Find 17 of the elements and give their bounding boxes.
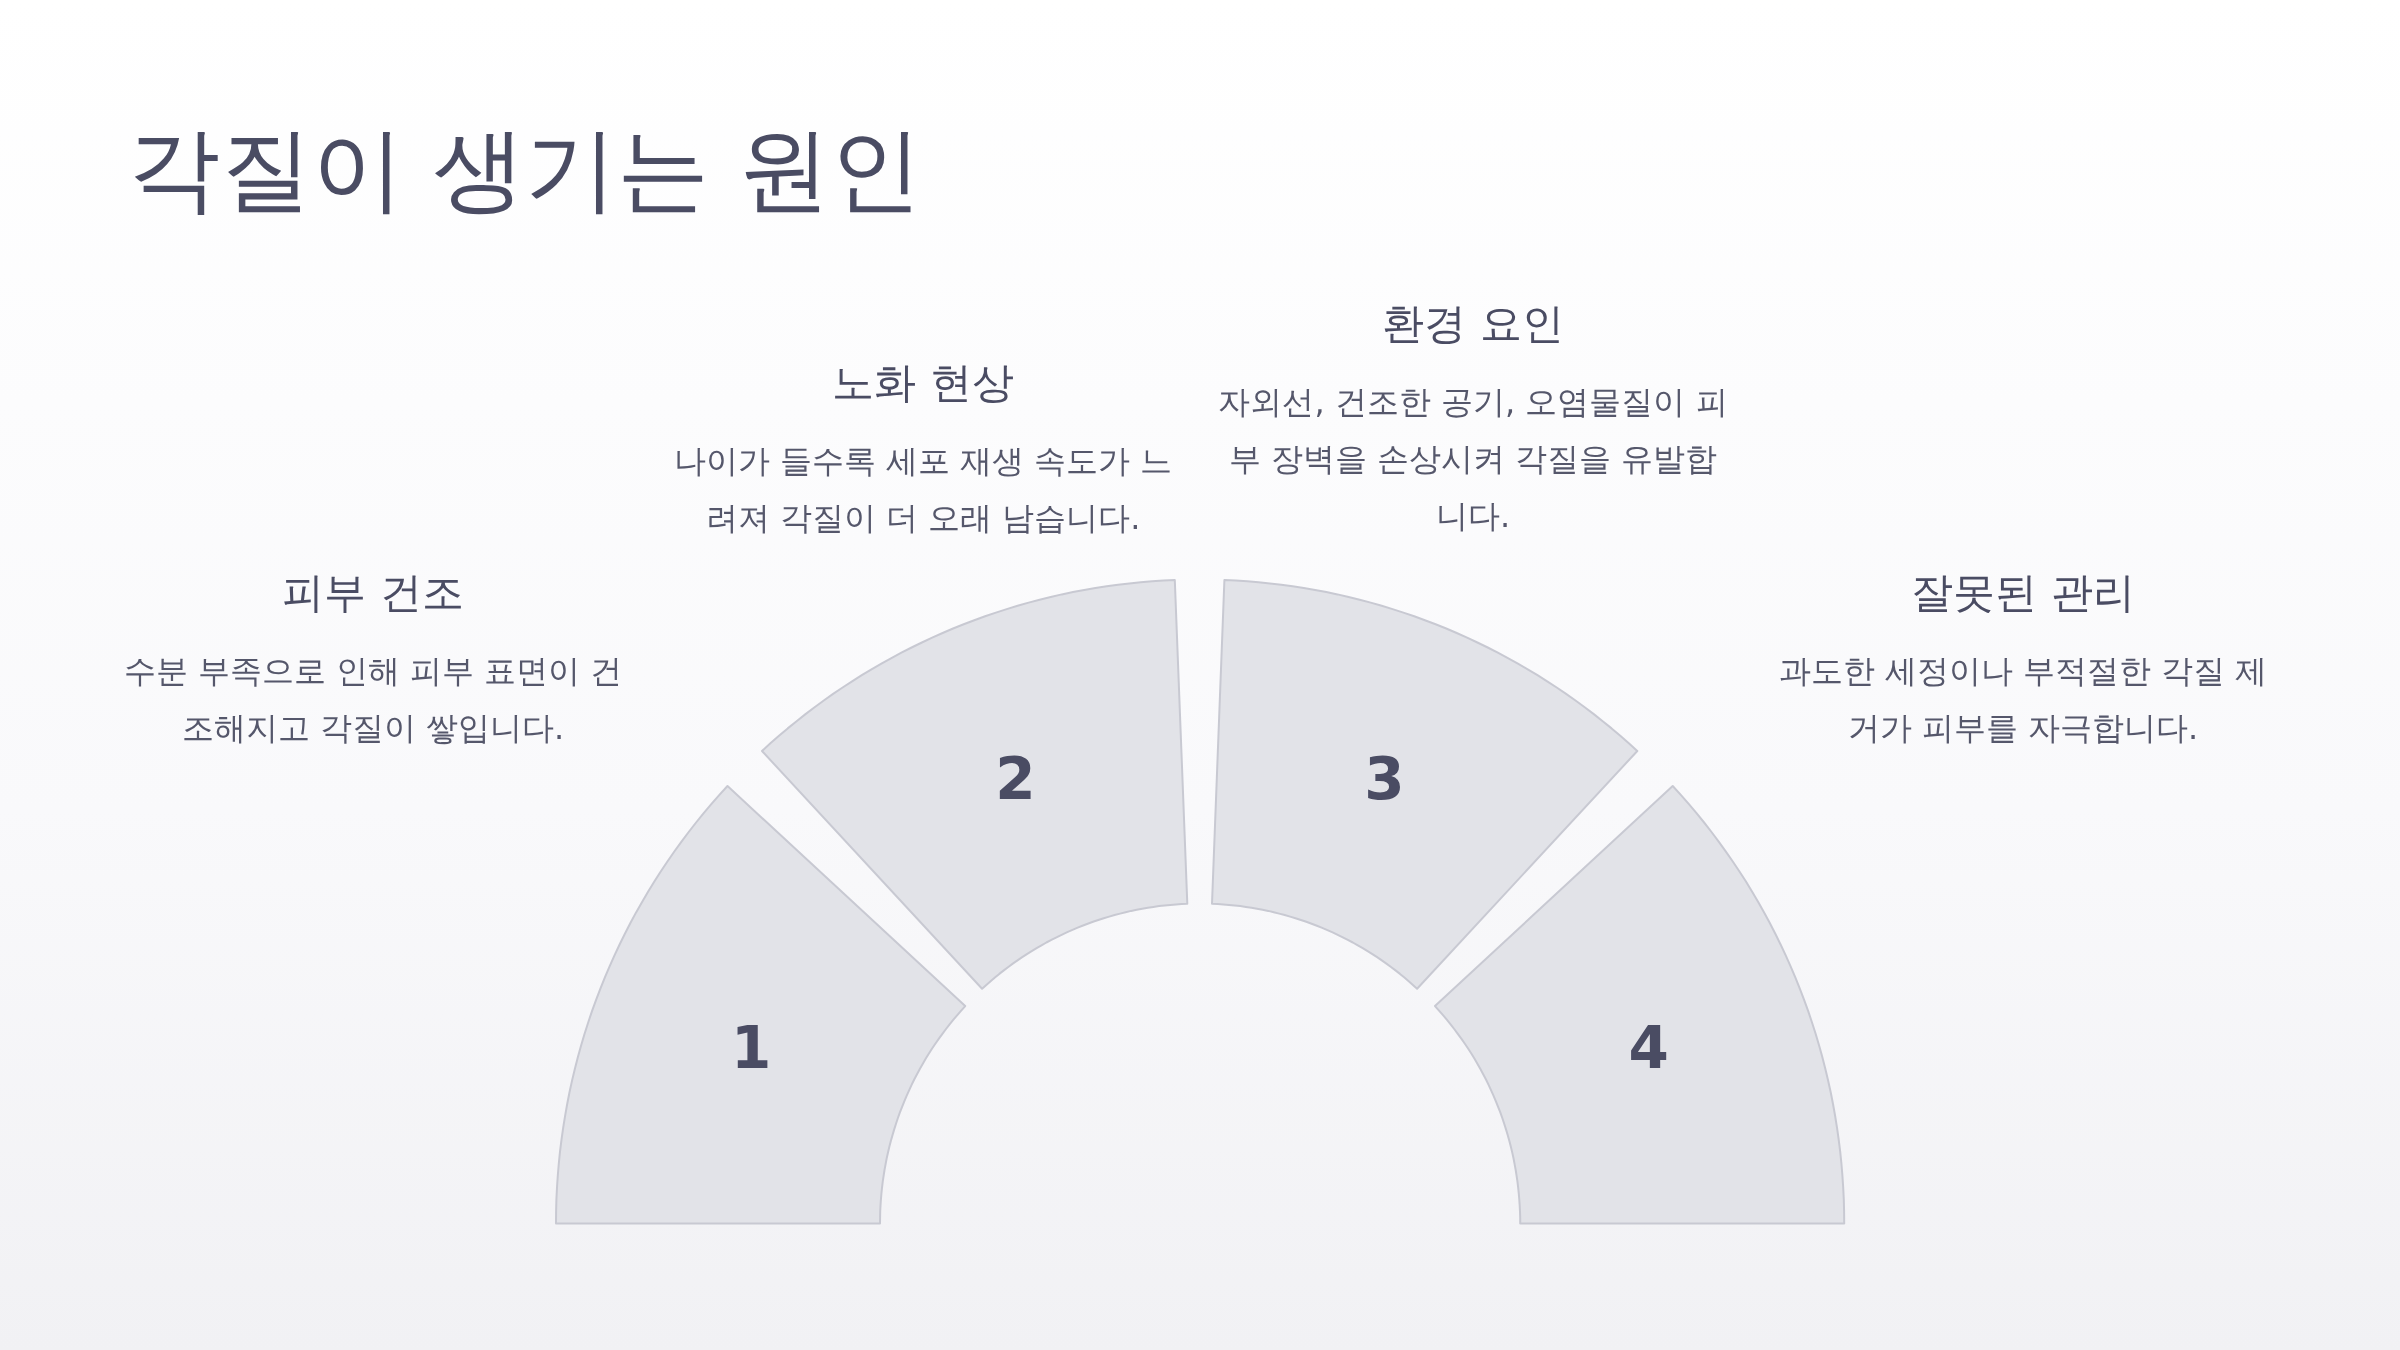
step-number: 4 — [1628, 1014, 1669, 1083]
cause-heading: 잘못된 관리 — [1910, 567, 2136, 619]
step-number: 2 — [995, 744, 1036, 813]
step-number: 1 — [731, 1014, 772, 1083]
arc-segment — [1212, 580, 1638, 990]
slide-title: 각질이 생기는 원인 — [128, 115, 923, 225]
arc-segment — [556, 786, 966, 1224]
cause-description: 자외선, 건조한 공기, 오염물질이 피부 장벽을 손상시켜 각질을 유발합니다. — [1217, 382, 1729, 537]
cause-heading: 피부 건조 — [281, 567, 465, 619]
cause-description: 나이가 들수록 세포 재생 속도가 느려져 각질이 더 오래 남습니다. — [672, 441, 1174, 539]
cause-description: 과도한 세정이나 부적절한 각질 제거가 피부를 자극합니다. — [1777, 651, 2269, 749]
step-number: 3 — [1364, 744, 1405, 813]
arc-segment — [1434, 786, 1844, 1224]
cause-heading: 환경 요인 — [1381, 298, 1565, 350]
cause-heading: 노화 현상 — [831, 357, 1015, 409]
cause-description: 수분 부족으로 인해 피부 표면이 건조해지고 각질이 쌓입니다. — [122, 651, 624, 749]
arc-segment — [762, 580, 1188, 990]
